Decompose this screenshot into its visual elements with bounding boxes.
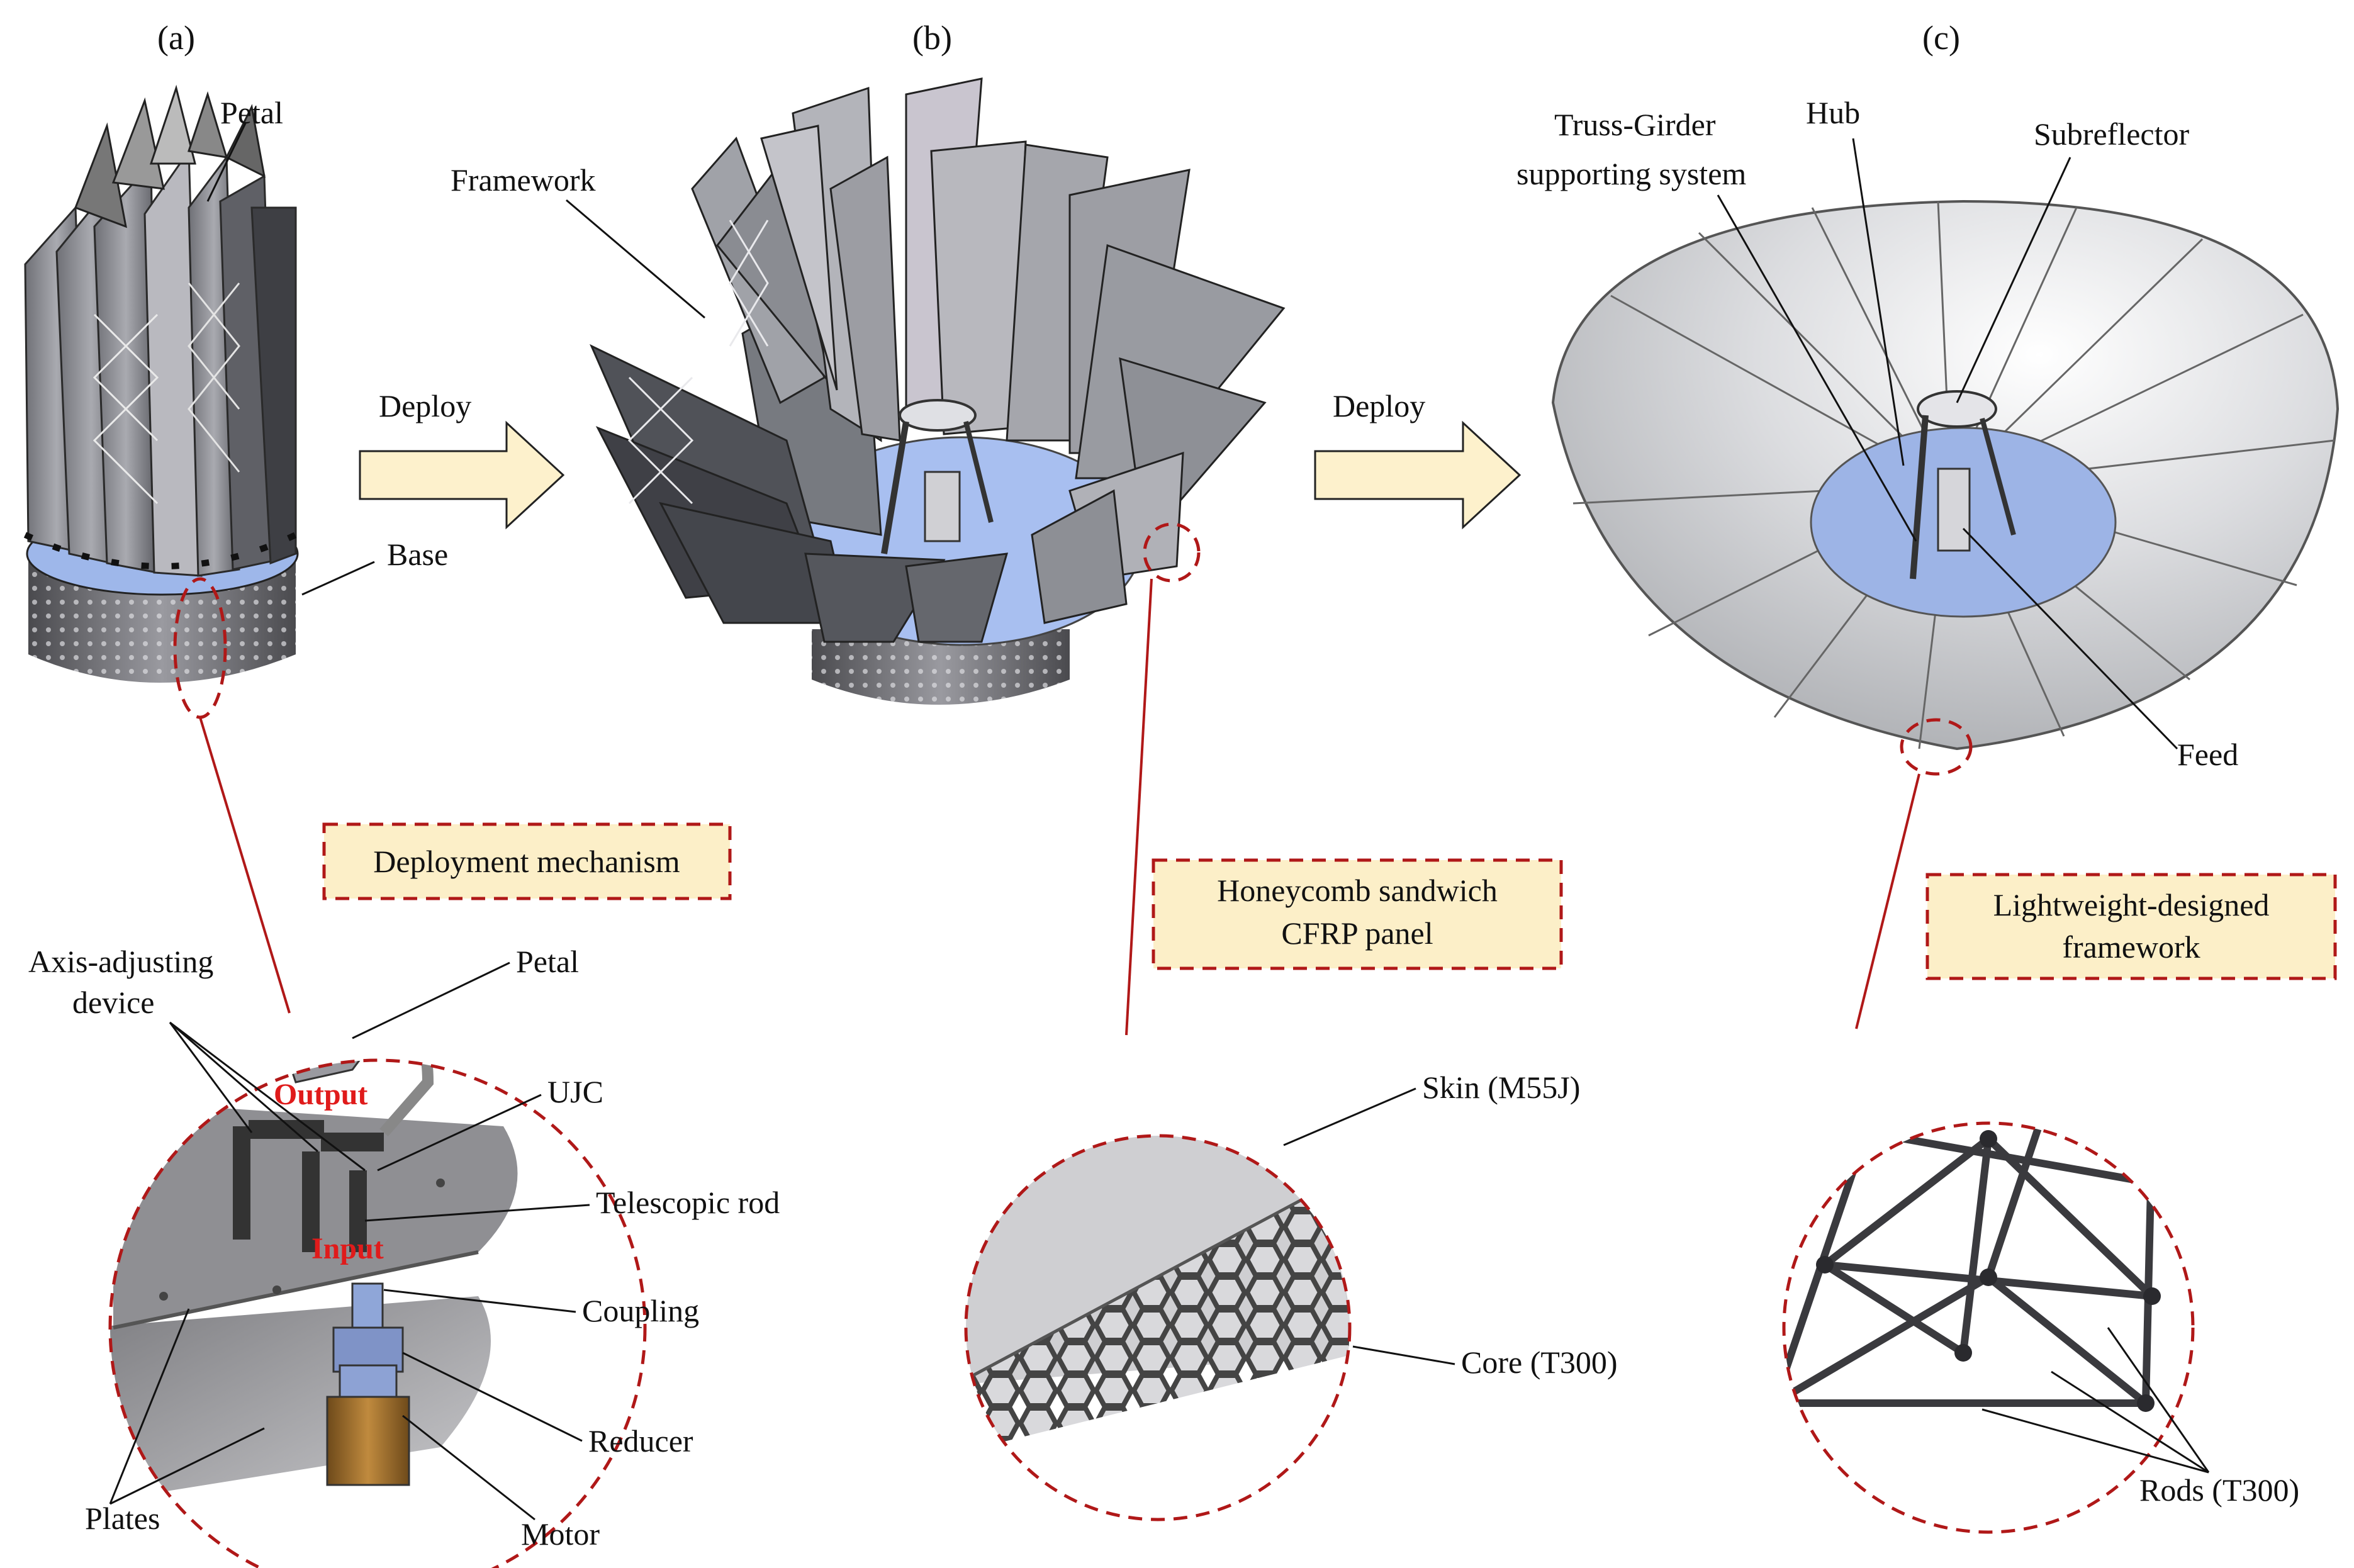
highlight-ellipse-c (1900, 718, 1973, 776)
label-framework: Framework (451, 162, 596, 198)
callout-line-b (1125, 578, 1153, 1036)
label-deploy-2: Deploy (1333, 388, 1425, 423)
leader-axis-1 (169, 1022, 253, 1133)
label-truss-girder-1: Truss-Girder (1554, 107, 1716, 142)
callout-lightweight-line1: Lightweight-designed (1993, 887, 2270, 922)
label-axis-adjusting-1: Axis-adjusting (28, 944, 213, 979)
leader-rods-3 (1981, 1408, 2209, 1474)
leader-ujc (377, 1094, 542, 1172)
leader-truss (1717, 194, 1917, 542)
leader-axis-3 (169, 1021, 366, 1172)
callout-line-a (199, 717, 291, 1014)
label-input: Input (311, 1232, 384, 1265)
deploy-arrow-1 (359, 420, 565, 530)
label-base: Base (387, 537, 448, 572)
label-output: Output (274, 1078, 367, 1111)
detail-circle-a (108, 1058, 647, 1568)
callout-deployment-mechanism: Deployment mechanism (373, 844, 680, 879)
leader-skin (1283, 1087, 1416, 1146)
label-telescopic-rod: Telescopic rod (596, 1185, 780, 1220)
callout-box-honeycomb (1152, 858, 1563, 970)
label-petal-detail: Petal (516, 944, 579, 979)
label-reducer: Reducer (588, 1423, 693, 1459)
leader-rods-2 (2051, 1370, 2209, 1474)
highlight-ellipse-b (1143, 522, 1201, 583)
leader-reducer (402, 1352, 583, 1442)
panel-label-a: (a) (157, 19, 195, 57)
label-subreflector: Subreflector (2034, 116, 2189, 152)
label-ujc: UJC (547, 1074, 603, 1109)
panel-label-c: (c) (1922, 19, 1960, 57)
panel-label-b: (b) (912, 19, 952, 57)
leader-base (301, 561, 375, 596)
leader-rods-1 (2107, 1327, 2210, 1473)
label-coupling: Coupling (582, 1293, 699, 1328)
leader-telescopic (364, 1204, 590, 1222)
label-rods: Rods (T300) (2139, 1472, 2299, 1508)
stowed-antenna-illustration (23, 84, 299, 683)
label-truss-girder-2: supporting system (1516, 156, 1746, 191)
leader-framework (566, 199, 705, 319)
label-petal-a: Petal (220, 95, 283, 130)
fully-deployed-dish-illustration (1551, 199, 2340, 751)
leader-hub (1852, 138, 1905, 466)
label-deploy-1: Deploy (379, 388, 471, 423)
leader-motor (402, 1414, 535, 1521)
leader-core (1352, 1345, 1455, 1365)
label-skin: Skin (M55J) (1422, 1070, 1580, 1105)
leader-petal-a (206, 123, 247, 202)
leader-coupling (383, 1289, 576, 1313)
callout-box-deployment (322, 822, 732, 900)
leader-subreflector (1956, 157, 2071, 403)
detail-circle-c (1782, 1121, 2195, 1534)
label-feed: Feed (2177, 737, 2238, 772)
label-motor: Motor (521, 1516, 600, 1552)
label-core: Core (T300) (1461, 1345, 1618, 1380)
label-plates: Plates (85, 1501, 160, 1536)
truss-detail-illustration (1784, 1123, 2161, 1412)
honeycomb-detail-illustration (966, 1136, 1350, 1447)
leader-axis-2 (169, 1021, 318, 1153)
leader-petal-detail (352, 961, 510, 1039)
callout-box-lightweight (1925, 873, 2337, 980)
detail-circle-b (964, 1134, 1352, 1521)
leader-plates-1 (109, 1308, 190, 1504)
leader-plates-2 (109, 1427, 265, 1505)
callout-honeycomb-line1: Honeycomb sandwich (1217, 873, 1498, 908)
label-axis-adjusting-2: device (72, 985, 154, 1020)
label-hub: Hub (1806, 95, 1860, 130)
deploy-arrow-2 (1314, 420, 1522, 530)
callout-honeycomb-line2: CFRP panel (1281, 916, 1433, 951)
callout-lightweight-line2: framework (2062, 929, 2200, 965)
callout-line-c (1855, 773, 1920, 1029)
leader-feed (1962, 527, 2178, 750)
partially-deployed-illustration (589, 77, 1286, 705)
